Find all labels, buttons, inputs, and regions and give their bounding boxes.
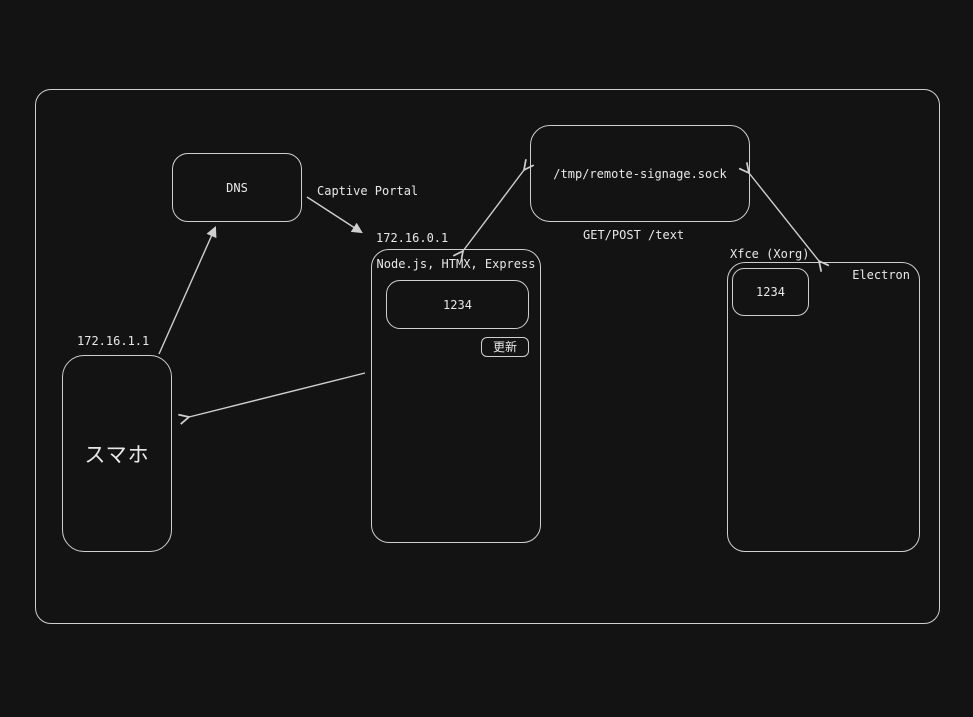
xfce-xorg-label: Xfce (Xorg)	[730, 247, 810, 261]
text-input[interactable]	[386, 280, 529, 329]
socket-path-label: /tmp/remote-signage.sock	[553, 166, 727, 181]
smartphone-node: スマホ	[62, 355, 172, 552]
socket-node: /tmp/remote-signage.sock	[530, 125, 750, 222]
server-title: Node.js, HTMX, Express	[376, 257, 536, 271]
display-value-box: 1234	[732, 268, 809, 316]
dns-label: DNS	[226, 180, 248, 195]
captive-portal-label: Captive Portal	[317, 184, 419, 198]
dns-node: DNS	[172, 153, 302, 222]
get-post-label: GET/POST /text	[583, 228, 685, 242]
smartphone-label: スマホ	[84, 442, 150, 467]
electron-label: Electron	[852, 268, 910, 282]
server-ip-label: 172.16.0.1	[376, 231, 449, 245]
electron-node: Electron 1234	[727, 262, 920, 552]
network-boundary-box	[35, 89, 940, 624]
display-value: 1234	[756, 285, 785, 299]
smartphone-ip-label: 172.16.1.1	[77, 334, 150, 348]
server-node: Node.js, HTMX, Express 更新	[371, 249, 541, 543]
update-button[interactable]: 更新	[481, 337, 529, 357]
